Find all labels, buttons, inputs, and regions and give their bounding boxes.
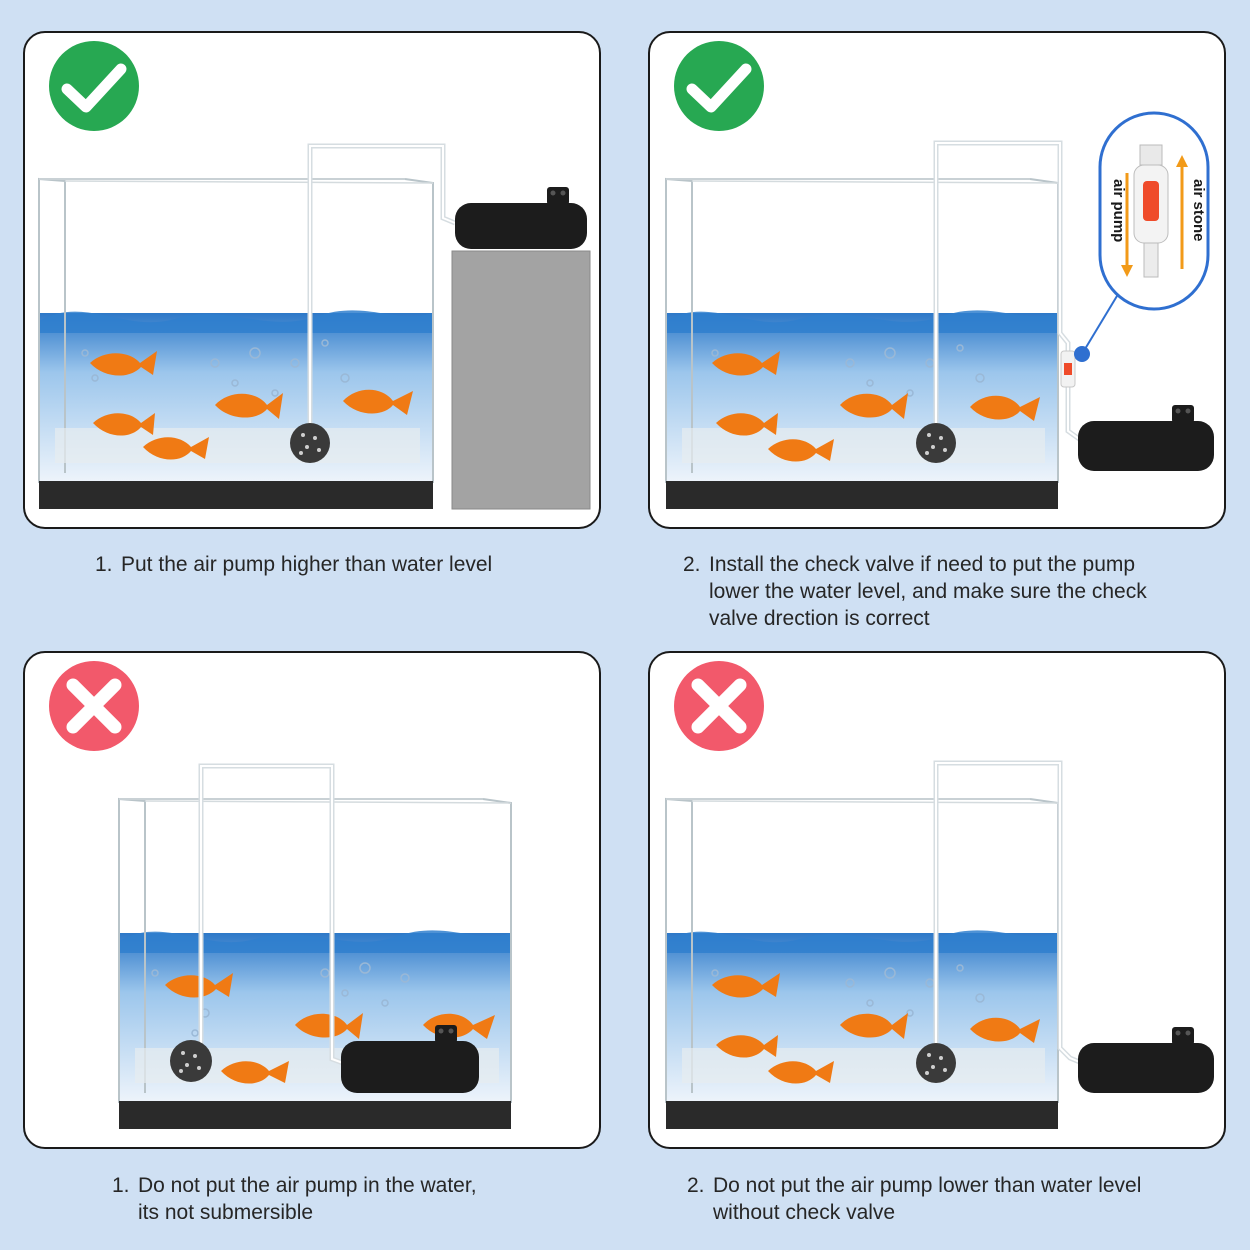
air-bubbles [151, 962, 410, 1037]
goldfish [712, 351, 780, 376]
caption-line: its not submersible [138, 1201, 314, 1224]
goldfish [343, 389, 413, 415]
goldfish [840, 1013, 908, 1039]
pump-stand [451, 250, 591, 510]
caption-panel-1: 1. Put the air pump higher than water lev… [95, 551, 492, 578]
caption-line: valve drection is correct [709, 607, 930, 630]
panel-check-valve-installed: air pump air stone [648, 31, 1226, 529]
caption-panel-3: 1.Do not put the air pump in the water, … [112, 1172, 477, 1226]
caption-number: 2. [683, 553, 701, 576]
goldfish [93, 413, 155, 436]
valve-callout: air pump air stone [1098, 111, 1210, 311]
valve-label-air-pump: air pump [1110, 179, 1127, 242]
caption-line: Do not put the air pump in the water, [138, 1174, 477, 1197]
illustration-pump-below-no-valve [665, 661, 1214, 1129]
arrow-down-icon [1121, 265, 1133, 277]
goldfish [143, 437, 209, 460]
aquarium-tank [665, 797, 1059, 1129]
goldfish-group [712, 973, 1040, 1084]
checkmark-icon [686, 63, 752, 113]
caption-line: Do not put the air pump lower than water… [713, 1174, 1142, 1197]
correct-badge [674, 41, 764, 131]
air-stone [170, 1040, 212, 1082]
tank-base [39, 481, 433, 509]
goldfish [970, 1017, 1040, 1043]
panel-pump-above-water [23, 31, 601, 529]
tank-base [666, 481, 1058, 509]
goldfish-group [90, 351, 413, 460]
goldfish [221, 1061, 289, 1084]
air-stone [916, 423, 956, 463]
check-valve [1060, 350, 1076, 388]
air-bubbles [81, 339, 350, 397]
aquarium-tank [665, 177, 1059, 509]
tank-base [119, 1101, 511, 1129]
caption-panel-4: 2. Do not put the air pump lower than wat… [687, 1172, 1141, 1226]
air-bubbles [711, 964, 985, 1017]
goldfish [712, 973, 780, 998]
water-surface [666, 930, 1058, 953]
wrong-badge [49, 661, 139, 751]
caption-line: Install the check valve if need to put t… [709, 553, 1136, 576]
water-surface [119, 930, 511, 953]
caption-line: lower the water level, and make sure the… [709, 580, 1147, 603]
goldfish [90, 351, 157, 376]
air-pump [455, 187, 587, 249]
cross-icon [691, 678, 747, 734]
checkmark-icon [61, 63, 127, 113]
air-pump [1078, 1027, 1214, 1093]
panel-pump-in-water [23, 651, 601, 1149]
arrow-up-icon [1176, 155, 1188, 167]
air-bubbles [711, 344, 985, 397]
goldfish [970, 395, 1040, 421]
caption-number: 2. [687, 1174, 705, 1197]
goldfish [840, 393, 908, 419]
correct-badge [49, 41, 139, 131]
illustration-pump-above-water [38, 41, 591, 510]
goldfish [215, 393, 283, 419]
caption-panel-2: 2. Install the check valve if need to put… [683, 551, 1147, 632]
wrong-badge [674, 661, 764, 751]
illustration-check-valve-installed: air pump air stone [665, 41, 1214, 509]
goldfish-group [712, 351, 1040, 462]
goldfish [768, 1061, 834, 1084]
aquarium-tank [38, 177, 434, 509]
caption-line: Put the air pump higher than water level [121, 553, 493, 576]
cross-icon [66, 678, 122, 734]
goldfish [295, 1013, 363, 1039]
air-stone [290, 423, 330, 463]
caption-line: without check valve [713, 1201, 896, 1224]
air-stone [916, 1043, 956, 1083]
tank-base [666, 1101, 1058, 1129]
goldfish [768, 439, 834, 462]
water-surface [39, 310, 433, 333]
goldfish [716, 413, 778, 436]
illustration-pump-in-water [49, 661, 512, 1129]
panel-pump-below-no-valve [648, 651, 1226, 1149]
goldfish [716, 1035, 778, 1058]
caption-number: 1. [112, 1174, 130, 1197]
valve-label-air-stone: air stone [1190, 179, 1207, 242]
air-pump-submerged [341, 1025, 479, 1093]
air-pump [1078, 405, 1214, 471]
caption-number: 1. [95, 553, 113, 576]
water-surface [666, 310, 1058, 333]
